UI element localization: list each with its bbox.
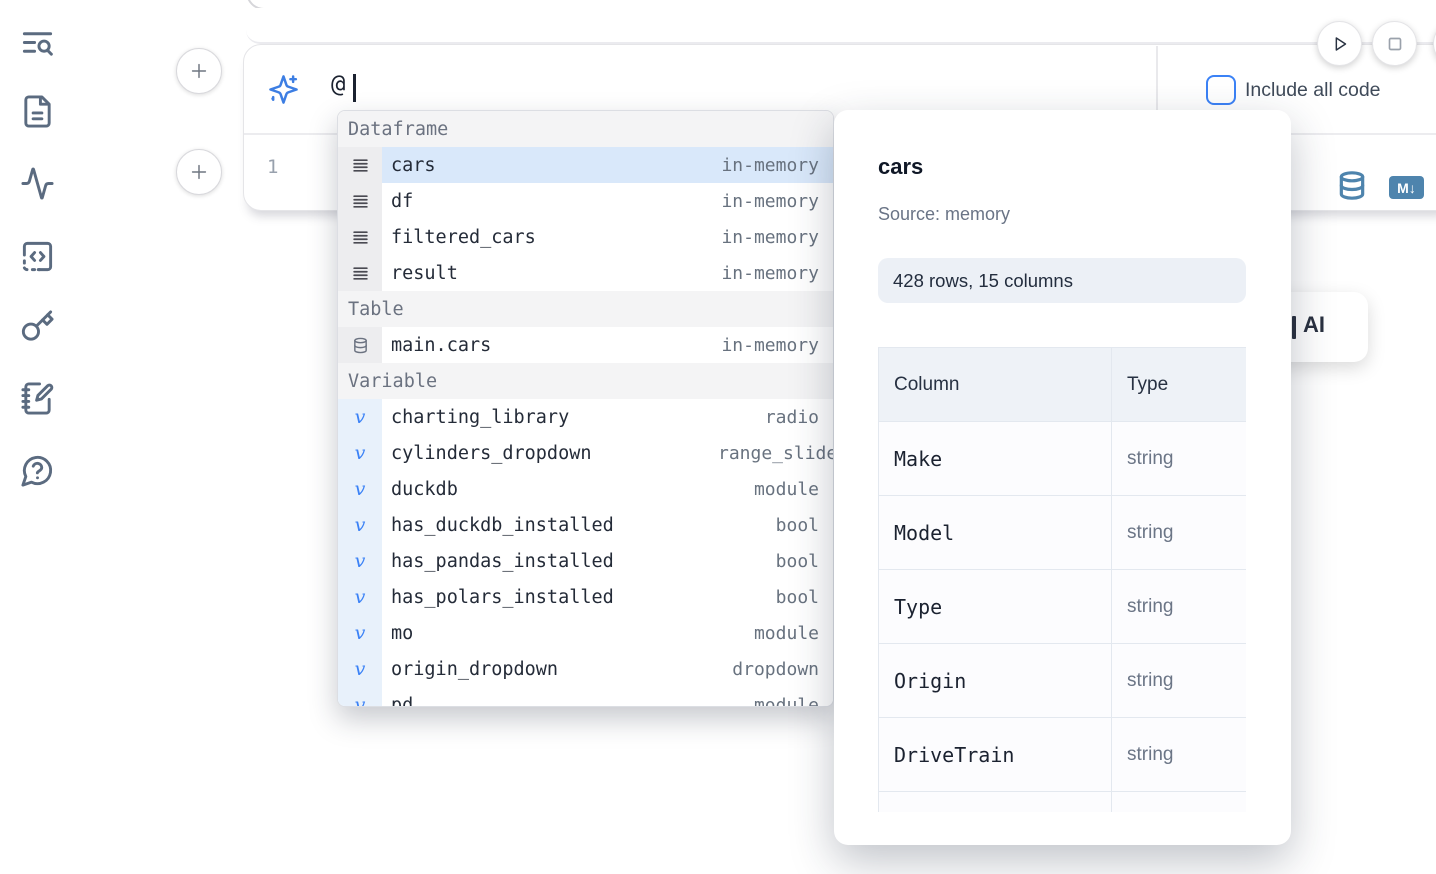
dataframe-icon	[338, 255, 382, 291]
variable-icon: v	[338, 543, 382, 579]
include-all-code-label: Include all code	[1245, 79, 1381, 101]
key-icon	[20, 309, 55, 344]
sidebar	[0, 0, 72, 874]
variable-icon: v	[338, 471, 382, 507]
column-header: Column	[878, 347, 1112, 422]
sparkles-icon	[267, 73, 300, 106]
table-row: DriveTrain string	[878, 717, 1246, 792]
sidebar-item-snippets[interactable]	[17, 236, 57, 276]
table-row-clipped	[878, 791, 1246, 812]
dataframe-icon	[338, 147, 382, 183]
sidebar-item-files[interactable]	[17, 91, 57, 131]
dataframe-icon	[338, 183, 382, 219]
code-square-icon	[20, 239, 55, 274]
autocomplete-item-has-polars-installed[interactable]: v has_polars_installed bool	[338, 579, 833, 615]
file-text-icon	[20, 94, 55, 129]
autocomplete-item-origin-dropdown[interactable]: v origin_dropdown dropdown	[338, 651, 833, 687]
dataframe-icon	[338, 219, 382, 255]
plus-icon	[188, 60, 210, 82]
autocomplete-item-cars[interactable]: cars in-memory	[338, 147, 833, 183]
clipped-letter	[1292, 316, 1296, 339]
type-header: Type	[1111, 347, 1246, 422]
include-all-code-checkbox[interactable]	[1206, 75, 1236, 105]
dataframe-preview-panel: cars Source: memory 428 rows, 15 columns…	[834, 110, 1291, 845]
sidebar-item-dependencies[interactable]	[17, 163, 57, 203]
previous-cell-footer-band	[246, 8, 1436, 44]
help-chat-icon	[20, 453, 55, 488]
variable-icon: v	[338, 399, 382, 435]
variable-icon: v	[338, 651, 382, 687]
stop-button[interactable]	[1372, 21, 1417, 66]
text-cursor	[353, 74, 356, 102]
sidebar-item-secrets[interactable]	[17, 306, 57, 346]
autocomplete-item-has-duckdb-installed[interactable]: v has_duckdb_installed bool	[338, 507, 833, 543]
variable-icon: v	[338, 507, 382, 543]
schema-header-row: Column Type	[878, 347, 1246, 422]
notebook-pen-icon	[20, 381, 55, 416]
autocomplete-item-charting-library[interactable]: v charting_library radio	[338, 399, 833, 435]
autocomplete-item-filtered-cars[interactable]: filtered_cars in-memory	[338, 219, 833, 255]
text-search-icon	[20, 25, 55, 60]
sidebar-item-help[interactable]	[17, 450, 57, 490]
ai-button-label: AI	[1303, 312, 1325, 337]
sidebar-item-scratchpad[interactable]	[17, 378, 57, 418]
add-cell-button-top[interactable]	[176, 48, 222, 94]
section-header-dataframe: Dataframe	[338, 111, 833, 147]
schema-table: Column Type Make string Model string Typ…	[878, 347, 1246, 812]
schema-table-wrapper: Column Type Make string Model string Typ…	[878, 347, 1246, 812]
add-cell-button-bottom[interactable]	[176, 149, 222, 195]
database-icon	[338, 327, 382, 363]
plus-icon	[188, 161, 210, 183]
autocomplete-item-pd[interactable]: v pd module	[338, 687, 833, 706]
ai-input-divider	[1156, 46, 1158, 133]
table-row: Model string	[878, 495, 1246, 570]
stop-icon	[1384, 33, 1406, 55]
play-icon	[1329, 33, 1351, 55]
preview-source: Source: memory	[878, 204, 1011, 224]
variable-icon: v	[338, 435, 382, 471]
autocomplete-item-duckdb[interactable]: v duckdb module	[338, 471, 833, 507]
table-row: Type string	[878, 569, 1246, 644]
variable-icon: v	[338, 687, 382, 706]
activity-icon	[20, 166, 55, 201]
table-row: Make string	[878, 421, 1246, 496]
variable-icon: v	[338, 579, 382, 615]
markdown-convert-button[interactable]: M↓	[1389, 176, 1424, 199]
autocomplete-item-df[interactable]: df in-memory	[338, 183, 833, 219]
autocomplete-item-cylinders-dropdown[interactable]: v cylinders_dropdown range_slider	[338, 435, 833, 471]
run-cell-button[interactable]	[1317, 21, 1362, 66]
preview-title: cars	[878, 154, 924, 179]
section-header-table: Table	[338, 291, 833, 327]
table-row: Origin string	[878, 643, 1246, 718]
autocomplete-dropdown: Dataframe cars in-memory df in-memory fi…	[337, 110, 834, 707]
section-header-variable: Variable	[338, 363, 833, 399]
autocomplete-item-has-pandas-installed[interactable]: v has_pandas_installed bool	[338, 543, 833, 579]
sidebar-item-table-of-contents[interactable]	[17, 22, 57, 62]
autocomplete-item-mo[interactable]: v mo module	[338, 615, 833, 651]
ai-prompt-input[interactable]: @	[331, 70, 346, 98]
variable-icon: v	[338, 615, 382, 651]
line-number: 1	[267, 156, 279, 178]
shape-badge: 428 rows, 15 columns	[878, 258, 1246, 303]
datasource-icon[interactable]	[1336, 169, 1368, 202]
autocomplete-item-main-cars[interactable]: main.cars in-memory	[338, 327, 833, 363]
autocomplete-item-result[interactable]: result in-memory	[338, 255, 833, 291]
